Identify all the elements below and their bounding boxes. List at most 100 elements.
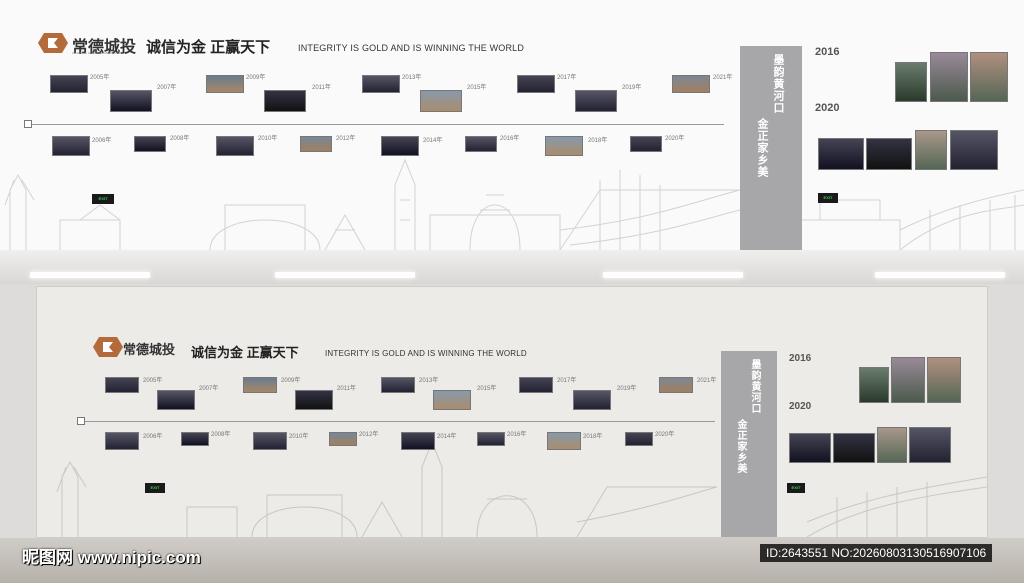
timeline-year: 2011年	[337, 386, 356, 392]
timeline-photo	[401, 432, 435, 450]
timeline-year: 2005年	[90, 75, 110, 81]
timeline-start-marker	[77, 417, 85, 425]
timeline-photo	[630, 136, 662, 152]
timeline-year: 2020年	[665, 136, 685, 142]
timeline-photo	[181, 432, 209, 446]
timeline-year: 2008年	[211, 432, 231, 438]
timeline-year: 2021年	[713, 75, 733, 81]
city-skyline-illustration	[4, 158, 1024, 250]
timeline-year: 2015年	[467, 85, 487, 91]
timeline-year: 2007年	[199, 386, 219, 392]
timeline-year: 2019年	[617, 386, 637, 392]
timeline-photo	[243, 377, 277, 393]
brand-name: 常德城投	[72, 39, 137, 56]
banner-line-1: 墨韵黄河口	[772, 54, 784, 114]
brand-logo	[38, 33, 68, 53]
exit-sign: EXIT	[818, 193, 838, 203]
timeline-photo	[575, 90, 617, 112]
brand-name: 常德城投	[123, 342, 176, 357]
side-year-label: 2020	[815, 102, 840, 114]
timeline-photo	[157, 390, 195, 410]
timeline-year: 2006年	[92, 138, 112, 144]
timeline-year: 2008年	[170, 136, 190, 142]
timeline-photo	[105, 432, 139, 450]
brand-english: CHANGDE URBAN CONSTRUCTION	[72, 51, 124, 55]
timeline-photo	[134, 136, 166, 152]
timeline-year: 2020年	[655, 432, 675, 438]
banner-line-2: 金正家乡美	[735, 419, 746, 474]
timeline-photo	[545, 136, 583, 156]
timeline-year: 2009年	[281, 378, 301, 384]
ceiling	[0, 250, 1024, 284]
ceiling-light	[275, 272, 415, 278]
timeline-photo	[253, 432, 287, 450]
banner-line-1: 墨韵黄河口	[749, 359, 760, 414]
side-year-label: 2020	[789, 401, 812, 412]
brand-logo	[93, 337, 123, 357]
slogan-chinese: 诚信为金 正赢天下	[191, 345, 299, 360]
timeline-photo	[477, 432, 505, 446]
display-wall: 常德城投 诚信为金 正赢天下 INTEGRITY IS GOLD AND IS …	[36, 286, 988, 538]
timeline-photo	[625, 432, 653, 446]
timeline-year: 2018年	[588, 138, 608, 144]
timeline-year: 2017年	[557, 378, 577, 384]
timeline-year: 2021年	[697, 378, 717, 384]
timeline-photo	[573, 390, 611, 410]
timeline-year: 2016年	[507, 432, 527, 438]
timeline-photo	[547, 432, 581, 450]
design-panel: 常德城投 CHANGDE URBAN CONSTRUCTION 诚信为金 正赢天…	[0, 0, 1024, 250]
timeline-photo	[300, 136, 332, 152]
timeline-year: 2018年	[583, 434, 603, 440]
timeline-year: 2014年	[423, 138, 443, 144]
timeline-year: 2012年	[359, 432, 379, 438]
timeline-year: 2017年	[557, 75, 577, 81]
side-photo	[930, 52, 968, 102]
side-photo	[891, 357, 925, 403]
exit-sign: EXIT	[92, 194, 114, 204]
timeline-year: 2019年	[622, 85, 642, 91]
side-photo	[859, 367, 889, 403]
side-photo	[877, 427, 907, 463]
timeline-photo	[264, 90, 306, 112]
timeline-photo	[519, 377, 553, 393]
side-photo	[950, 130, 998, 170]
side-photo	[818, 138, 864, 170]
timeline-photo	[295, 390, 333, 410]
side-photo	[927, 357, 961, 403]
room-mockup: 常德城投 诚信为金 正赢天下 INTEGRITY IS GOLD AND IS …	[0, 250, 1024, 583]
ceiling-light	[30, 272, 150, 278]
slogan-chinese: 诚信为金 正赢天下	[146, 39, 271, 56]
timeline-photo	[52, 136, 90, 156]
timeline-year: 2007年	[157, 85, 177, 91]
side-photo	[970, 52, 1008, 102]
id-watermark: ID:2643551 NO:20260803130516907106	[760, 544, 993, 562]
timeline-photo	[110, 90, 152, 112]
vertical-banner: 墨韵黄河口 金正家乡美	[721, 351, 777, 537]
timeline-year: 2016年	[500, 136, 520, 142]
timeline-photo	[381, 136, 419, 156]
timeline-photo	[672, 75, 710, 93]
exit-sign: EXIT	[145, 483, 165, 493]
timeline-year: 2010年	[289, 434, 309, 440]
timeline-photo	[433, 390, 471, 410]
side-year-label: 2016	[789, 353, 812, 364]
side-photo	[833, 433, 875, 463]
timeline-year: 2011年	[312, 85, 331, 91]
timeline-photo	[329, 432, 357, 446]
slogan-english: INTEGRITY IS GOLD AND IS WINNING THE WOR…	[298, 43, 525, 53]
side-year-label: 2016	[815, 46, 840, 58]
timeline-photo	[206, 75, 244, 93]
banner-line-2: 金正家乡美	[756, 118, 768, 178]
timeline-year: 2010年	[258, 136, 278, 142]
ceiling-light	[875, 272, 1005, 278]
timeline-year: 2015年	[477, 386, 497, 392]
timeline-photo	[420, 90, 462, 112]
side-photo	[915, 130, 947, 170]
side-photo	[789, 433, 831, 463]
timeline-photo	[362, 75, 400, 93]
ceiling-light	[603, 272, 743, 278]
slogan-english: INTEGRITY IS GOLD AND IS WINNING THE WOR…	[325, 349, 527, 358]
timeline-year: 2005年	[143, 378, 163, 384]
side-photo	[866, 138, 912, 170]
timeline-axis	[32, 124, 724, 125]
